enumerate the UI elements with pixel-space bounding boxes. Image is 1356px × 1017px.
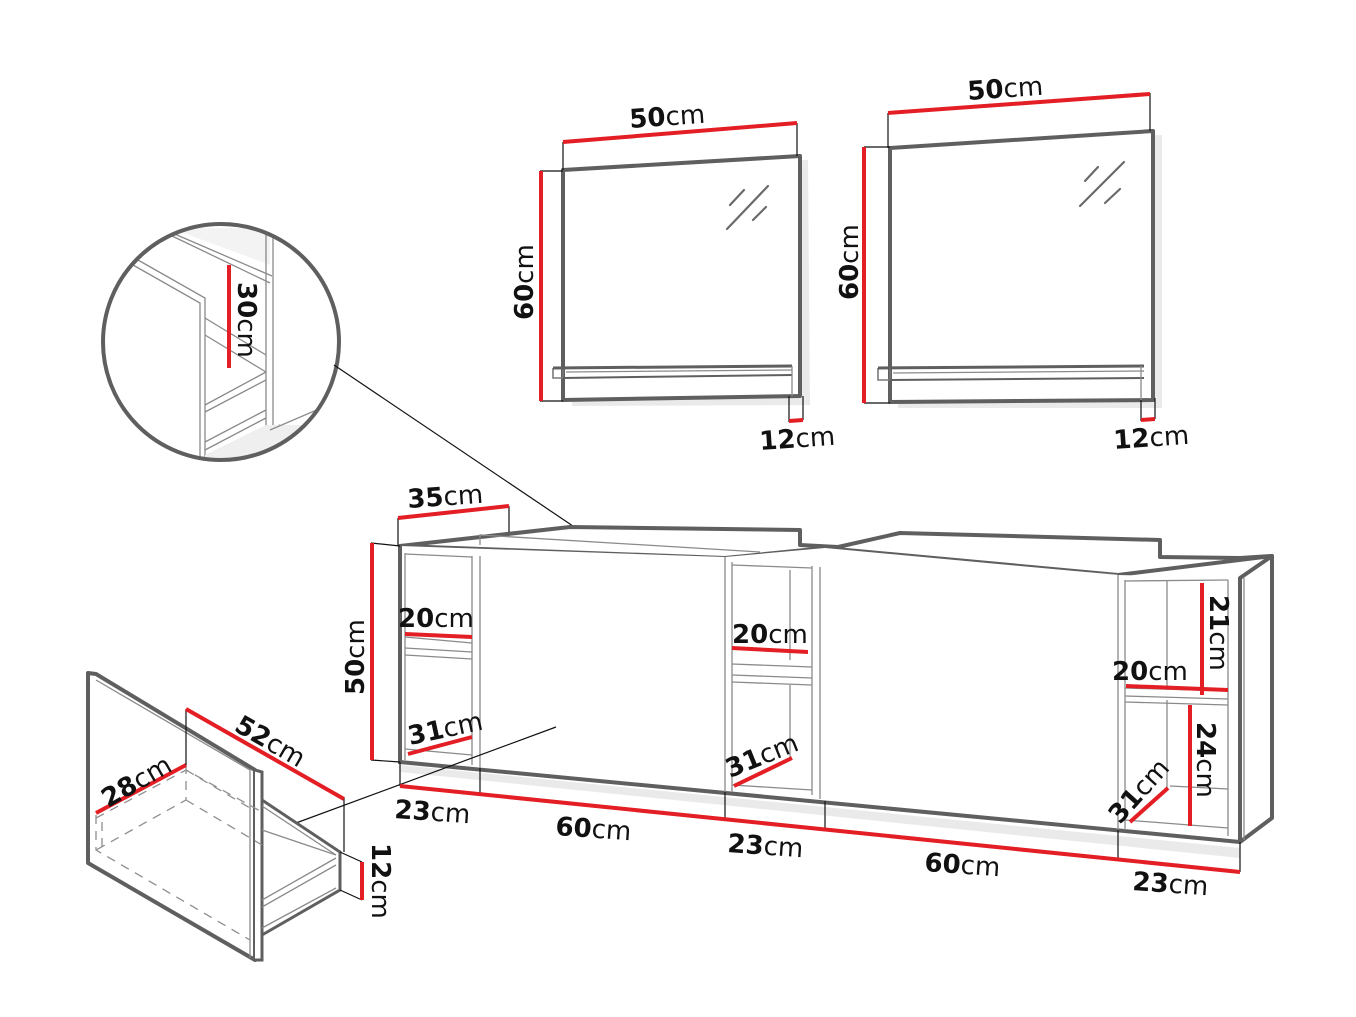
right-shelf-diagonal-dimension — [1128, 786, 1170, 824]
middle-shelf-width-label: 20cm — [732, 620, 808, 650]
bottom-width-labels: 23cm 60cm 23cm 60cm 23cm — [394, 795, 1210, 902]
mirror-left-width-label: 50cm — [628, 100, 706, 135]
drawer-leader-line — [295, 726, 557, 824]
mirror-left-shelf-label: 12cm — [758, 422, 836, 457]
mirror-left: 50cm 60cm 12cm — [510, 100, 836, 457]
cabinet-depth-label: 35cm — [406, 480, 484, 515]
left-shelf-width-label: 20cm — [398, 604, 474, 634]
mirror-glint — [728, 188, 746, 207]
cabinet-height-label: 50cm — [341, 619, 371, 695]
mirror-left-shelf-dimension — [788, 418, 804, 423]
cabinet: 35cm 50cm 20cm 31cm 20cm 31cm 20cm 21cm … — [295, 480, 1274, 902]
cabinet-bottom-width-dimension — [399, 784, 1241, 874]
bottom-width-label-5: 23cm — [1132, 867, 1210, 902]
mirror-right-width-dimension — [887, 92, 1151, 115]
right-shelf-width-dimension — [1125, 684, 1229, 692]
drawer-width-dimension — [95, 763, 187, 815]
mirror-right-height-label: 60cm — [835, 224, 865, 300]
bottom-width-label-2: 60cm — [555, 812, 633, 847]
drawer-height-label: 12cm — [365, 843, 395, 919]
left-shelf-diagonal-dimension — [407, 735, 473, 756]
left-shelf-diagonal-label: 31cm — [405, 707, 485, 752]
mirror-right-shelf-label: 12cm — [1112, 421, 1190, 456]
mirror-right-shelf-dimension — [1140, 417, 1156, 422]
drawer-depth-dimension — [185, 707, 345, 801]
mirror-right: 50cm 60cm 12cm — [835, 72, 1190, 456]
bottom-width-label-4: 60cm — [924, 848, 1002, 883]
left-shelf-width-dimension — [404, 632, 473, 639]
right-upper-height-label: 21cm — [1203, 595, 1233, 671]
detail-height-label: 30cm — [231, 282, 261, 358]
drawer: 28cm 52cm 12cm — [86, 671, 395, 962]
mirror-left-height-label: 60cm — [510, 244, 540, 320]
cabinet-depth-dimension — [397, 504, 510, 520]
middle-shelf-diagonal-dimension — [733, 756, 793, 788]
bottom-width-label-1: 23cm — [394, 795, 472, 830]
right-lower-height-label: 24cm — [1190, 722, 1220, 798]
right-shelf-width-label: 20cm — [1112, 657, 1188, 687]
detail-magnifier: 30cm — [101, 222, 657, 583]
middle-shelf-width-dimension — [731, 646, 809, 654]
mirror-left-width-dimension — [562, 121, 798, 144]
bottom-width-label-3: 23cm — [727, 829, 805, 864]
mirror-right-width-label: 50cm — [966, 72, 1044, 107]
